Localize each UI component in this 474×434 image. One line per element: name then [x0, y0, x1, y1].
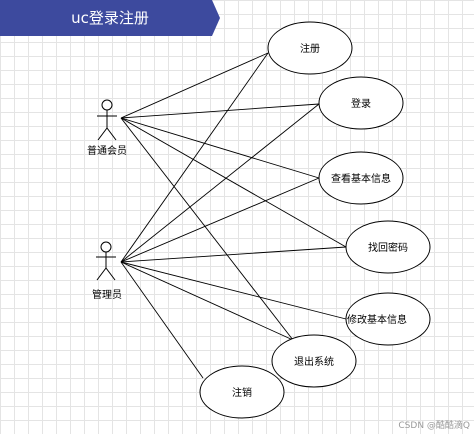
- association-line-admin-edit-info: [120, 261, 347, 320]
- usecase-deregister-ellipse: [199, 365, 285, 419]
- association-line-user-logout: [120, 117, 294, 341]
- actor-user-label: 普通会员: [87, 144, 127, 157]
- stick-figure-icon: [97, 99, 117, 141]
- usecase-register-label: 注册: [300, 42, 320, 55]
- association-line-admin-view-info: [120, 177, 320, 263]
- usecase-logout-label: 退出系统: [294, 355, 334, 368]
- usecase-view-info-ellipse: [318, 151, 404, 205]
- usecase-login-label: 登录: [351, 97, 371, 110]
- usecase-deregister[interactable]: 注销: [199, 365, 285, 419]
- usecase-edit-info-label: 修改基本信息: [347, 313, 407, 326]
- watermark-text: CSDN @酷酷滴Q: [398, 419, 470, 431]
- association-line-admin-recover-password: [120, 246, 347, 263]
- usecase-edit-info[interactable]: 修改基本信息: [345, 292, 431, 346]
- association-line-admin-logout: [120, 261, 294, 341]
- usecase-recover-password[interactable]: 找回密码: [345, 220, 431, 274]
- association-line-admin-register: [120, 52, 269, 263]
- usecase-deregister-label: 注销: [232, 386, 252, 399]
- association-line-admin-login: [120, 103, 320, 263]
- title-banner-shape: [0, 0, 220, 36]
- actor-admin[interactable]: 管理员: [92, 241, 122, 301]
- usecase-logout-ellipse: [271, 334, 357, 388]
- association-line-user-recover-password: [120, 117, 347, 248]
- actor-admin-label: 管理员: [92, 288, 122, 301]
- association-line-user-view-info: [120, 117, 320, 179]
- association-line-user-register: [120, 52, 269, 119]
- title-banner: uc登录注册: [0, 0, 220, 36]
- association-line-admin-deregister: [120, 261, 204, 379]
- usecase-register-ellipse: [267, 21, 353, 75]
- usecase-register[interactable]: 注册: [267, 21, 353, 75]
- association-line-user-login: [120, 103, 320, 119]
- usecase-logout[interactable]: 退出系统: [271, 334, 357, 388]
- usecase-edit-info-ellipse: [345, 292, 431, 346]
- usecase-view-info-label: 查看基本信息: [331, 172, 391, 185]
- usecase-view-info[interactable]: 查看基本信息: [318, 151, 404, 205]
- association-lines: [120, 52, 347, 379]
- actor-user[interactable]: 普通会员: [87, 99, 127, 157]
- usecase-login-ellipse: [318, 76, 404, 130]
- stick-figure-icon: [96, 241, 116, 281]
- diagram-title: uc登录注册: [71, 9, 149, 27]
- usecase-recover-password-label: 找回密码: [368, 241, 408, 254]
- usecase-login[interactable]: 登录: [318, 76, 404, 130]
- usecase-recover-password-ellipse: [345, 220, 431, 274]
